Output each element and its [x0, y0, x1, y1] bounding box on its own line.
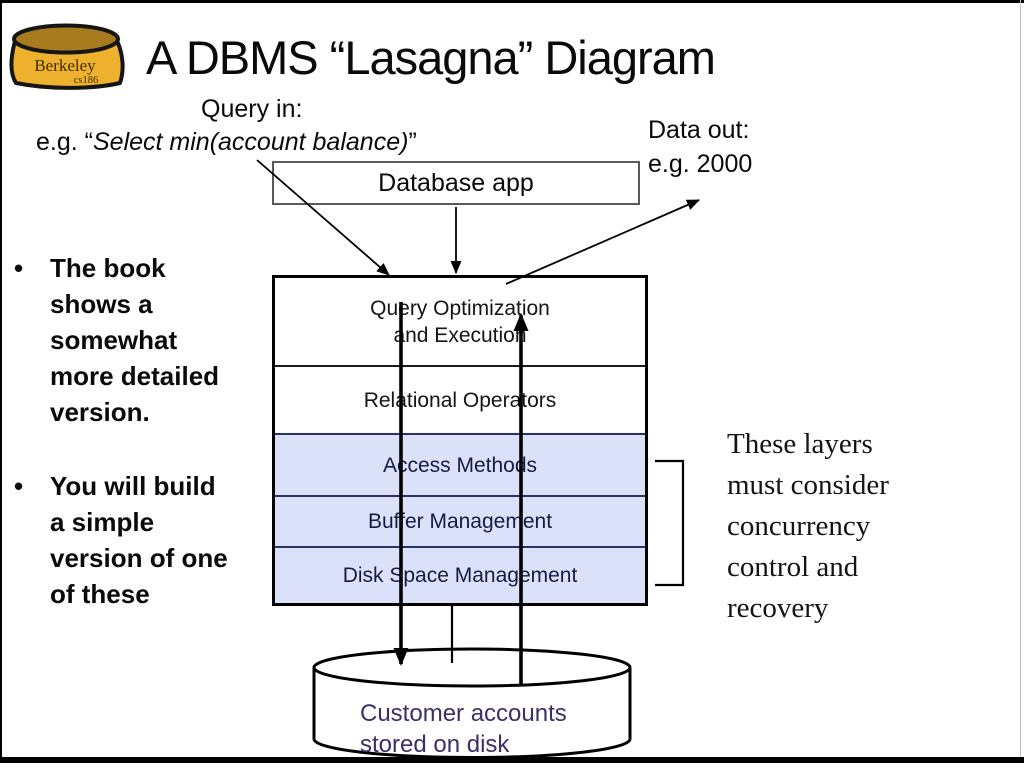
bullet-text: The book shows a somewhat more detailed …: [50, 253, 220, 427]
query-example-text: e.g. “Select min(account balance)”: [36, 128, 417, 157]
pan-top: [12, 23, 120, 55]
data-out-arrow: [505, 199, 700, 285]
query-in-label: Query in:: [201, 95, 303, 123]
layer-access-methods: Access Methods: [275, 433, 645, 495]
layer-relational-operators: Relational Operators: [275, 365, 645, 433]
bullet-list: • The book shows a somewhat more detaile…: [14, 250, 264, 650]
slide-title: A DBMS “Lasagna” Diagram: [146, 31, 716, 84]
logo-berkeley-text: Berkeley: [34, 56, 96, 75]
concurrency-note: These layers must consider concurrency c…: [727, 428, 889, 624]
berkeley-lasagna-pan-logo: Berkeley cs186: [9, 23, 125, 90]
data-out-annotation: Data out: e.g. 2000: [648, 113, 752, 181]
logo-cs186-text: cs186: [74, 75, 99, 86]
query-example-suffix: ”: [408, 128, 417, 156]
layers-bracket: [655, 459, 685, 587]
data-out-example: e.g. 2000: [648, 150, 753, 178]
pan-body: [9, 39, 125, 90]
layer-query-optimization: Query Optimization and Execution: [370, 296, 550, 347]
layer-buffer-management: Buffer Management: [275, 495, 645, 546]
bullet-dot: •: [14, 253, 24, 283]
disk-label: Customer accounts stored on disk: [360, 700, 567, 758]
bullet-item-book: • The book shows a somewhat more detaile…: [14, 250, 264, 430]
database-app-box: Database app: [272, 161, 640, 205]
bullet-dot: •: [14, 471, 24, 501]
bullet-text: You will build a simple version of one o…: [50, 471, 228, 609]
bullet-item-build: • You will build a simple version of one…: [14, 468, 264, 612]
slide-border-left: [0, 0, 2, 760]
slide-border-right: [1020, 0, 1021, 757]
database-app-label: Database app: [378, 168, 534, 197]
data-out-label: Data out:: [648, 116, 750, 144]
query-example-sql: Select min(account balance): [92, 128, 409, 156]
dbms-layer-stack: Query Optimization and Execution Relatio…: [272, 275, 648, 606]
slide-border-bottom: [0, 757, 1024, 763]
layer-disk-space-management: Disk Space Management: [275, 546, 645, 603]
slide-border-top: [0, 0, 1024, 3]
query-example-prefix: e.g. “: [36, 128, 93, 156]
